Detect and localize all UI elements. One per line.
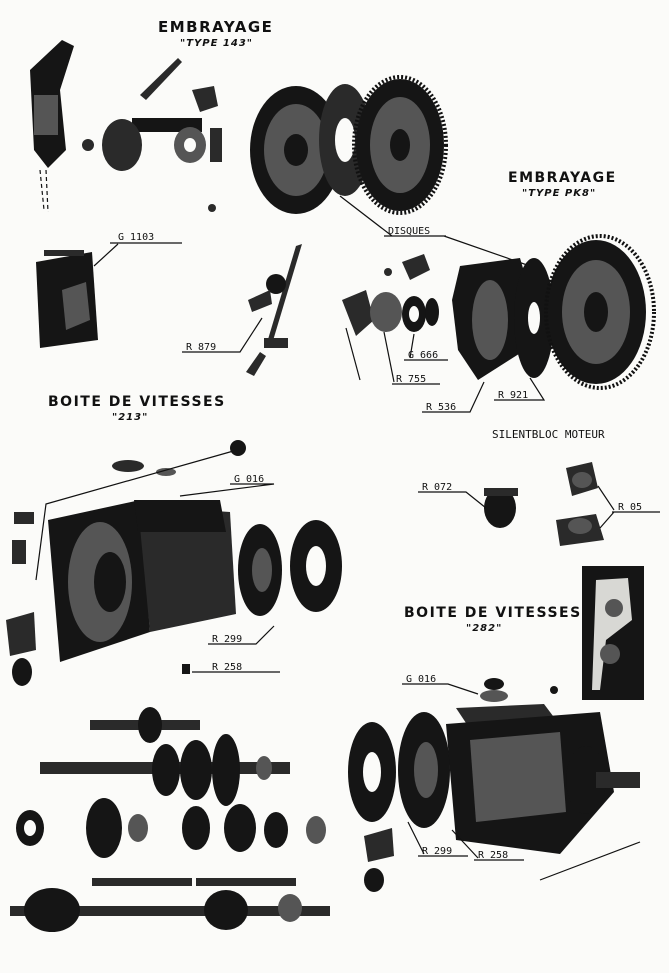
clutch-pk8-title: EMBRAYAGE — [508, 170, 617, 186]
callout-disques: DISQUES — [388, 226, 430, 237]
callout-g016-gearbox-213: G 016 — [234, 474, 264, 485]
callout-r879-leader — [182, 317, 263, 353]
clutch-143-title: EMBRAYAGE — [158, 18, 273, 36]
engine-mount-title: SILENTBLOC MOTEUR — [492, 428, 605, 441]
gearbox-282-cutaway-photo — [582, 566, 644, 700]
clutch-pk8-assembly-illustration — [342, 234, 656, 390]
callout-r755: R 755 — [396, 374, 426, 385]
callout-g1103: G 1103 — [118, 232, 154, 243]
callout-disques-leader — [339, 195, 531, 267]
clutch-143-lever-assembly-illustration — [30, 40, 222, 213]
linkage-r879-illustration — [246, 244, 302, 376]
clutch-143-subtitle: "TYPE 143" — [180, 38, 253, 49]
callout-r921: R 921 — [498, 390, 528, 401]
callout-g016-gearbox-213-leader — [179, 483, 275, 497]
callout-g016-gearbox-282-leader — [402, 683, 479, 695]
callout-r05-leader — [597, 485, 660, 529]
callout-r299-gearbox-213-leader — [208, 625, 275, 645]
callout-r258-gearbox-213: R 258 — [212, 662, 242, 673]
callout-g1103-leader — [93, 242, 182, 267]
gearbox-213-title: BOITE DE VITESSES — [48, 394, 226, 410]
clutch-143-flywheel-illustration — [250, 75, 448, 215]
gearbox-282-subtitle: "282" — [466, 623, 502, 634]
engine-mount-illustration — [484, 462, 604, 546]
gearbox-213-housing-illustration — [6, 440, 342, 686]
clutch-pk8-subtitle: "TYPE PK8" — [522, 188, 596, 199]
callout-r258-gearbox-282: R 258 — [478, 850, 508, 861]
callout-r536: R 536 — [426, 402, 456, 413]
container-g1103-illustration — [36, 250, 98, 348]
callout-r299-gearbox-213: R 299 — [212, 634, 242, 645]
callout-r536-leader — [422, 381, 485, 413]
callout-r755-leader — [383, 331, 440, 385]
callout-r072: R 072 — [422, 482, 452, 493]
callout-g666: G 666 — [408, 350, 438, 361]
callout-g016-gearbox-282: G 016 — [406, 674, 436, 685]
part-r258-213-illustration — [182, 664, 190, 674]
callout-r299-gearbox-282: R 299 — [422, 846, 452, 857]
gearbox-282-title: BOITE DE VITESSES — [404, 605, 582, 621]
callout-r258-gearbox-282-leader — [451, 829, 524, 861]
callout-r299-gearbox-282-leader — [407, 821, 468, 857]
callout-g666-leader — [404, 333, 448, 361]
callout-r072-leader — [418, 491, 487, 509]
gear-shafts-exploded-illustration — [10, 707, 330, 932]
gearbox-213-subtitle: "213" — [112, 412, 148, 423]
gearbox-282-housing-illustration — [348, 678, 641, 892]
callout-r879: R 879 — [186, 342, 216, 353]
callout-r05: R 05 — [618, 502, 642, 513]
callout-r921-leader — [494, 377, 546, 401]
